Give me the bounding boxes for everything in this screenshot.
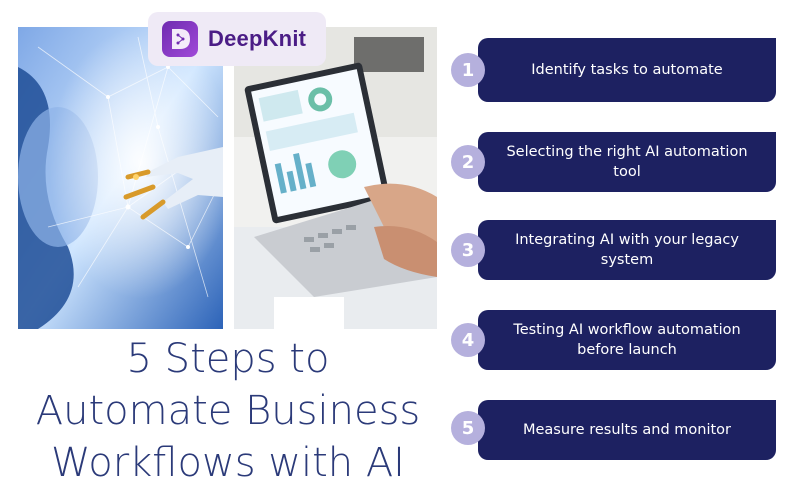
title-line-1: 5 Steps to (126, 336, 330, 382)
step-card-1: Identify tasks to automate (478, 38, 776, 102)
step-text-1: Identify tasks to automate (531, 62, 723, 78)
step-number-3: 3 (451, 233, 485, 267)
step-text-4: Testing AI workflow automation before la… (513, 322, 741, 358)
step-card-5: Measure results and monitor (478, 400, 776, 460)
deepknit-logo-icon (162, 21, 198, 57)
step-text-5: Measure results and monitor (522, 422, 732, 438)
robot-hand-photo (18, 27, 223, 329)
steps-list: 1 Identify tasks to automate 2 Selecting… (440, 0, 800, 500)
step-card-4: Testing AI workflow automation before la… (478, 310, 776, 370)
step-card-2: Selecting the right AI automation tool (478, 132, 776, 192)
step-text-3: Integrating AI with your legacy system (515, 232, 739, 268)
logo-badge: DeepKnit (148, 12, 326, 66)
brand-name: DeepKnit (208, 26, 307, 51)
page-title: 5 Steps to Automate Business Workflows w… (18, 333, 438, 489)
step-text-2: Selecting the right AI automation tool (506, 144, 748, 180)
step-number-2: 2 (451, 145, 485, 179)
step-number-5: 5 (451, 411, 485, 445)
title-line-3: Workflows with AI (51, 440, 405, 486)
laptop-dashboard-photo (234, 27, 437, 329)
step-number-1: 1 (451, 53, 485, 87)
title-line-2: Automate Business (35, 388, 421, 434)
step-card-3: Integrating AI with your legacy system (478, 220, 776, 280)
step-number-4: 4 (451, 323, 485, 357)
